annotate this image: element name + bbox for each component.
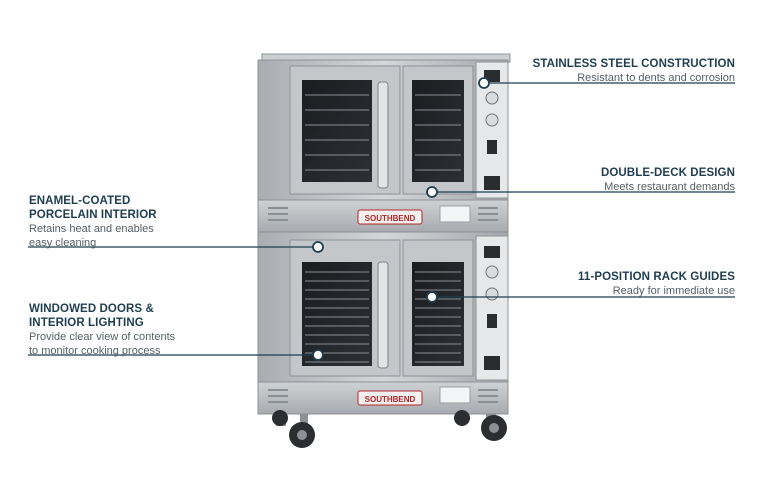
feature-title: 11-POSITION RACK GUIDES xyxy=(578,271,735,283)
marker-dot-windowed-doors xyxy=(312,349,324,361)
marker-dot-double-deck xyxy=(426,186,438,198)
feature-title: WINDOWED DOORS & INTERIOR LIGHTING xyxy=(29,303,154,329)
feature-description: Meets restaurant demands xyxy=(604,181,735,193)
feature-title: ENAMEL-COATED PORCELAIN INTERIOR xyxy=(29,195,157,221)
callout-markers xyxy=(312,77,490,361)
feature-enamel-interior: ENAMEL-COATED PORCELAIN INTERIOR Retains… xyxy=(29,194,157,250)
feature-title: DOUBLE-DECK DESIGN xyxy=(600,167,735,179)
brand-label-upper: SOUTHBEND xyxy=(365,214,416,223)
feature-windowed-doors: WINDOWED DOORS & INTERIOR LIGHTING Provi… xyxy=(29,302,175,358)
feature-double-deck: DOUBLE-DECK DESIGN Meets restaurant dema… xyxy=(601,166,735,194)
casters xyxy=(272,410,507,448)
feature-stainless-steel: STAINLESS STEEL CONSTRUCTION Resistant t… xyxy=(533,57,735,85)
brand-label-lower: SOUTHBEND xyxy=(365,395,416,404)
feature-rack-guides: 11-POSITION RACK GUIDES Ready for immedi… xyxy=(578,270,735,298)
lower-deck: SOUTHBEND xyxy=(257,231,509,415)
feature-description: Resistant to dents and corrosion xyxy=(577,72,735,84)
feature-description: Ready for immediate use xyxy=(612,285,735,297)
marker-dot-stainless xyxy=(478,77,490,89)
feature-description: Provide clear view of contents to monito… xyxy=(29,331,176,357)
marker-dot-rack-guides xyxy=(426,291,438,303)
marker-dot-enamel xyxy=(312,241,324,253)
leader-lines xyxy=(28,82,735,356)
feature-description: Retains heat and enables easy cleaning xyxy=(29,223,154,249)
upper-deck: SOUTHBEND xyxy=(257,59,509,233)
feature-title: STAINLESS STEEL CONSTRUCTION xyxy=(532,58,735,70)
